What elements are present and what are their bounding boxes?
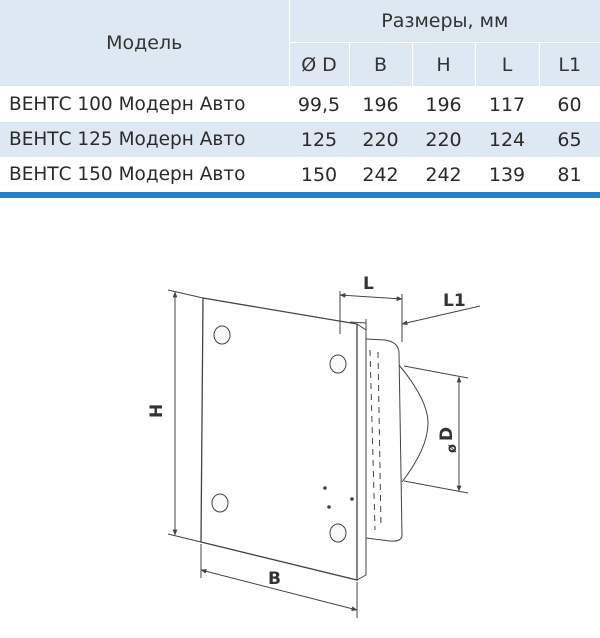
column-header-h: H xyxy=(411,42,475,87)
cell-h: 242 xyxy=(425,163,462,186)
cell-l1: 65 xyxy=(539,122,600,157)
screw-cap xyxy=(213,325,231,345)
cell-diameter: 150 xyxy=(300,163,338,186)
screw-cap xyxy=(329,523,347,543)
cell-l: 124 xyxy=(475,122,539,157)
label-d-symbol: ø xyxy=(445,444,460,453)
cell-l1: 81 xyxy=(557,163,582,186)
label-l: L xyxy=(363,274,374,294)
cell-l: 139 xyxy=(488,163,526,186)
column-header-b: B xyxy=(348,42,412,87)
body-vent-line xyxy=(377,351,382,529)
dimension-line-l xyxy=(339,292,403,302)
panel-edge xyxy=(356,323,367,581)
table-bottom-rule xyxy=(0,192,600,198)
model-column-header: Модель xyxy=(0,0,289,87)
indicator-dot xyxy=(350,497,354,501)
extension-line xyxy=(403,480,469,494)
label-l1: L1 xyxy=(443,291,466,311)
indicator-dot xyxy=(327,505,331,509)
cell-l1: 60 xyxy=(557,93,582,116)
cell-b: 220 xyxy=(349,122,412,157)
body-vent-line xyxy=(369,349,376,531)
indicator-dot xyxy=(323,486,327,490)
model-name: ВЕНТС 125 Модерн Авто xyxy=(0,122,289,157)
column-header-diameter: Ø D xyxy=(288,42,349,87)
table-row: ВЕНТС 125 Модерн Авто 125 220 220 124 65 xyxy=(0,122,600,157)
dimension-line-l1-left xyxy=(349,321,367,324)
cell-diameter: 125 xyxy=(289,122,349,157)
extension-line xyxy=(403,365,469,379)
cell-b: 242 xyxy=(362,163,399,186)
fan-dimension-drawing: L L1 H B D ø xyxy=(147,274,481,618)
model-name: ВЕНТС 100 Модерн Авто xyxy=(9,94,246,115)
label-b: B xyxy=(268,569,281,589)
column-header-l1: L1 xyxy=(538,42,600,87)
table-row: ВЕНТС 150 Модерн Авто 150 242 242 139 81 xyxy=(0,157,600,192)
cell-diameter: 99,5 xyxy=(297,93,341,116)
cell-h: 220 xyxy=(412,122,475,157)
label-h: H xyxy=(147,404,167,418)
label-d: D xyxy=(437,427,457,441)
column-header-l: L xyxy=(474,42,539,87)
extension-line xyxy=(167,533,202,543)
screw-cap xyxy=(211,493,229,513)
sizes-column-header: Размеры, мм xyxy=(288,0,600,44)
fan-body xyxy=(365,338,403,542)
cell-l: 117 xyxy=(488,93,526,116)
duct-spigot xyxy=(398,364,429,483)
table-row: ВЕНТС 100 Модерн Авто 99,5 196 196 117 6… xyxy=(0,87,600,123)
extension-line xyxy=(167,289,204,299)
dimension-line-b xyxy=(200,569,358,611)
cell-b: 196 xyxy=(362,93,399,116)
dimensions-table: Модель Размеры, мм Ø D B H L L1 ВЕНТС 10… xyxy=(0,0,600,192)
cell-h: 196 xyxy=(425,93,462,116)
dimension-line-l1 xyxy=(401,305,481,326)
model-name: ВЕНТС 150 Модерн Авто xyxy=(9,164,246,185)
screw-cap xyxy=(329,354,347,374)
